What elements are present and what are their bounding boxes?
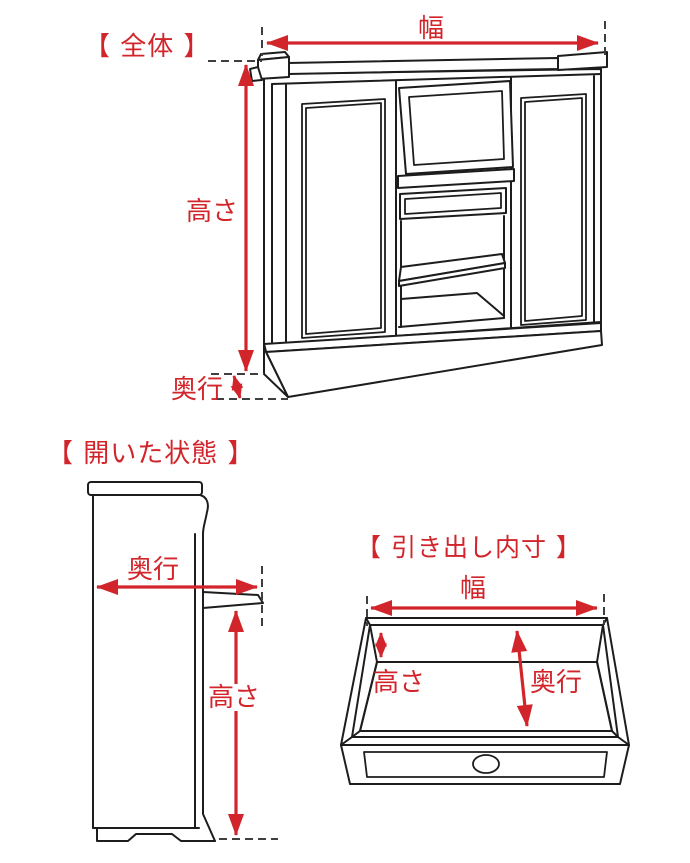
overall-height-label: 高さ: [186, 197, 238, 227]
open-height-label-backing: [205, 684, 263, 711]
cabinet-front-drawing: [249, 51, 608, 398]
drawer-knob: [472, 754, 500, 774]
depth-arrow: [230, 375, 244, 399]
drawer-dimension-annotations: 【 引き出し内寸 】 幅 高さ 奥行: [356, 533, 605, 727]
overall-depth-label: 奥行: [171, 375, 223, 405]
open-state-dimension-annotations: 【 開いた状態 】 奥行 高さ: [47, 439, 278, 840]
drawer-depth-label: 奥行: [530, 668, 582, 698]
drawer-depth-arrow: [511, 630, 533, 727]
drawer-height-label: 高さ: [373, 668, 425, 698]
open-height-label: 高さ: [208, 683, 260, 713]
drawer-width-label: 幅: [460, 574, 486, 604]
section-title-drawer-inner: 【 引き出し内寸 】: [356, 533, 582, 562]
section-title-open-state: 【 開いた状態 】: [47, 439, 255, 469]
open-depth-label: 奥行: [127, 555, 179, 585]
drawer-drawing: [340, 617, 630, 785]
overall-dimension-annotations: 【 全体 】 幅 高さ 奥行: [84, 14, 606, 405]
section-title-overall: 【 全体 】: [84, 32, 211, 62]
overall-width-label: 幅: [418, 14, 444, 44]
